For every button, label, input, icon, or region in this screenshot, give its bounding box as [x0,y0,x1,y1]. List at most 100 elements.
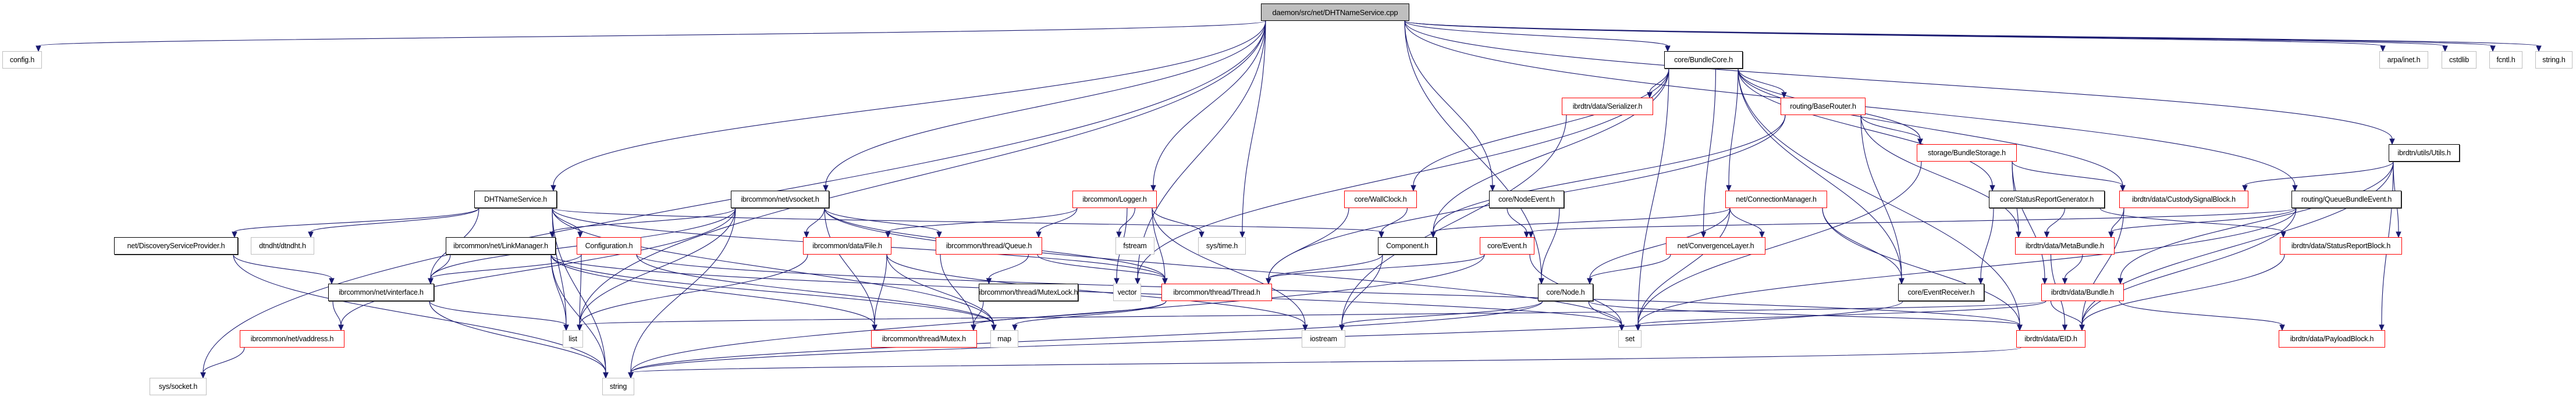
node-dhtns[interactable]: DHTNameService.h [474,191,557,208]
edge-vsocket-to-mutex [824,208,875,326]
node-mutex[interactable]: ibrcommon/thread/Mutex.h [871,330,977,348]
edge-logger-to-iostream [1152,208,1306,326]
node-discovery[interactable]: net/DiscoveryServiceProvider.h [114,237,238,255]
edge-dhtns-to-component [552,208,1382,233]
node-string: string [602,378,634,395]
edge-nodeevent-to-event [1506,208,1527,233]
node-label: Configuration.h [585,242,633,250]
edge-logger-to-systime [1152,208,1202,233]
node-bundlestorage[interactable]: storage/BundleStorage.h [1917,144,2017,162]
node-queue[interactable]: ibrcommon/thread/Queue.h [936,237,1042,255]
arrowhead-icon [2279,324,2285,331]
node-root[interactable]: daemon/src/net/DHTNameService.cpp [1261,3,1409,21]
edge-vsocket-to-string [630,208,736,373]
node-baserouter[interactable]: routing/BaseRouter.h [1781,98,1866,115]
node-component[interactable]: Component.h [1378,237,1437,255]
node-file[interactable]: ibrcommon/data/File.h [803,237,891,255]
node-linkmgr[interactable]: ibrcommon/net/LinkManager.h [446,237,556,255]
edge-file-to-iostream [886,254,1306,326]
edge-utils-to-bundle [2120,161,2394,279]
node-mutexlock[interactable]: ibrcommon/thread/MutexLock.h [979,284,1078,301]
node-custody[interactable]: ibrdtn/data/CustodySignalBlock.h [2119,191,2248,208]
node-label: ibrcommon/net/LinkManager.h [453,242,548,250]
edge-logger-to-thread [1152,208,1166,279]
node-nodeevent[interactable]: core/NodeEvent.h [1489,191,1564,208]
node-utils[interactable]: ibrdtn/utils/Utils.h [2389,144,2460,162]
node-statusblock[interactable]: ibrdtn/data/StatusReportBlock.h [2280,237,2402,255]
edge-nodeevent-to-node [1541,208,1560,279]
edge-linkmgr-to-vinterface [430,254,451,279]
node-serializer[interactable]: ibrdtn/data/Serializer.h [1562,98,1653,115]
edge-bundlecore-to-statusgen [1738,68,1993,186]
node-statusgen[interactable]: core/StatusReportGenerator.h [1989,191,2105,208]
node-label: core/Node.h [1546,288,1585,296]
arrowhead-icon [2016,231,2021,238]
arrowhead-icon [1917,138,1923,145]
node-label: ibrdtn/data/PayloadBlock.h [2290,335,2374,343]
node-stringh: string.h [2535,51,2573,69]
node-eid[interactable]: ibrdtn/data/EID.h [2016,330,2085,348]
node-label: dtndht/dtndht.h [259,242,306,250]
node-bundlecore[interactable]: core/BundleCore.h [1664,51,1743,69]
edge-node-to-set [1588,301,1622,326]
edge-bundle-to-eid [2050,301,2083,326]
node-queuebundle[interactable]: routing/QueueBundleEvent.h [2291,191,2401,208]
arrowhead-icon [2292,185,2298,192]
node-cstdlib: cstdlib [2442,51,2476,69]
edge-configuration-to-vinterface [430,254,582,279]
node-connmgr[interactable]: net/ConnectionManager.h [1725,191,1827,208]
edge-baserouter-to-metabundle [1860,115,2019,233]
node-event[interactable]: core/Event.h [1480,237,1534,255]
edge-bundlecore-to-component [1433,68,1669,233]
node-label: ibrdtn/data/Bundle.h [2051,288,2114,296]
node-metabundle[interactable]: ibrdtn/data/MetaBundle.h [2015,237,2115,255]
arrowhead-icon [2242,185,2248,192]
node-payload[interactable]: ibrdtn/data/PayloadBlock.h [2279,330,2385,348]
node-syssocket: sys/socket.h [150,378,207,395]
edge-dhtns-to-discovery [234,208,479,233]
node-label: Component.h [1386,242,1429,250]
arrowhead-icon [971,324,976,331]
arrowhead-icon [1302,324,1308,331]
node-eventrecv[interactable]: core/EventReceiver.h [1898,284,1984,301]
edge-event-to-thread [1268,254,1485,279]
node-config: config.h [2,51,42,69]
node-label: DHTNameService.h [484,195,547,203]
edge-eid-to-string [630,347,2021,373]
node-vaddress[interactable]: ibrcommon/net/vaddress.h [240,330,344,348]
edge-bundlecore-to-wallclock [1413,68,1669,186]
node-convlayer[interactable]: net/ConvergenceLayer.h [1666,237,1765,255]
arrowhead-icon [1989,185,1995,192]
edge-component-to-thread [1268,254,1383,279]
arrowhead-icon [2062,324,2068,331]
arrowhead-icon [2062,278,2068,285]
edge-logger-to-fstream [1118,208,1136,233]
node-thread[interactable]: ibrcommon/thread/Thread.h [1161,284,1272,301]
arrowhead-icon [1619,324,1625,331]
arrowhead-icon [936,231,942,238]
node-vsocket[interactable]: ibrcommon/net/vsocket.h [731,191,829,208]
node-bundle[interactable]: ibrdtn/data/Bundle.h [2041,284,2124,301]
node-node[interactable]: core/Node.h [1538,284,1593,301]
node-configuration[interactable]: Configuration.h [577,237,641,255]
node-label: string.h [2542,56,2566,64]
arrowhead-icon [1114,278,1120,285]
node-arpainet: arpa/inet.h [2379,51,2428,69]
arrowhead-icon [1266,278,1271,285]
node-logger[interactable]: ibrcommon/Logger.h [1072,191,1157,208]
node-fcntl: fcntl.h [2489,51,2522,69]
arrowhead-icon [338,324,344,331]
edge-root-to-vsocket [825,20,1266,186]
node-label: ibrcommon/thread/Mutex.h [882,335,966,343]
node-label: ibrcommon/thread/Thread.h [1173,288,1260,296]
edge-dhtns-to-dtndht [310,208,479,233]
edge-connmgr-to-node [1589,208,1731,279]
arrowhead-icon [549,231,555,238]
edge-statusgen-to-statusblock [2099,208,2284,233]
edge-root-to-cstdlib [1404,20,2446,47]
node-wallclock[interactable]: core/WallClock.h [1344,191,1417,208]
edge-node-to-eid [1588,301,2020,326]
node-vinterface[interactable]: ibrcommon/net/vinterface.h [328,284,434,301]
node-set: set [1618,330,1641,348]
